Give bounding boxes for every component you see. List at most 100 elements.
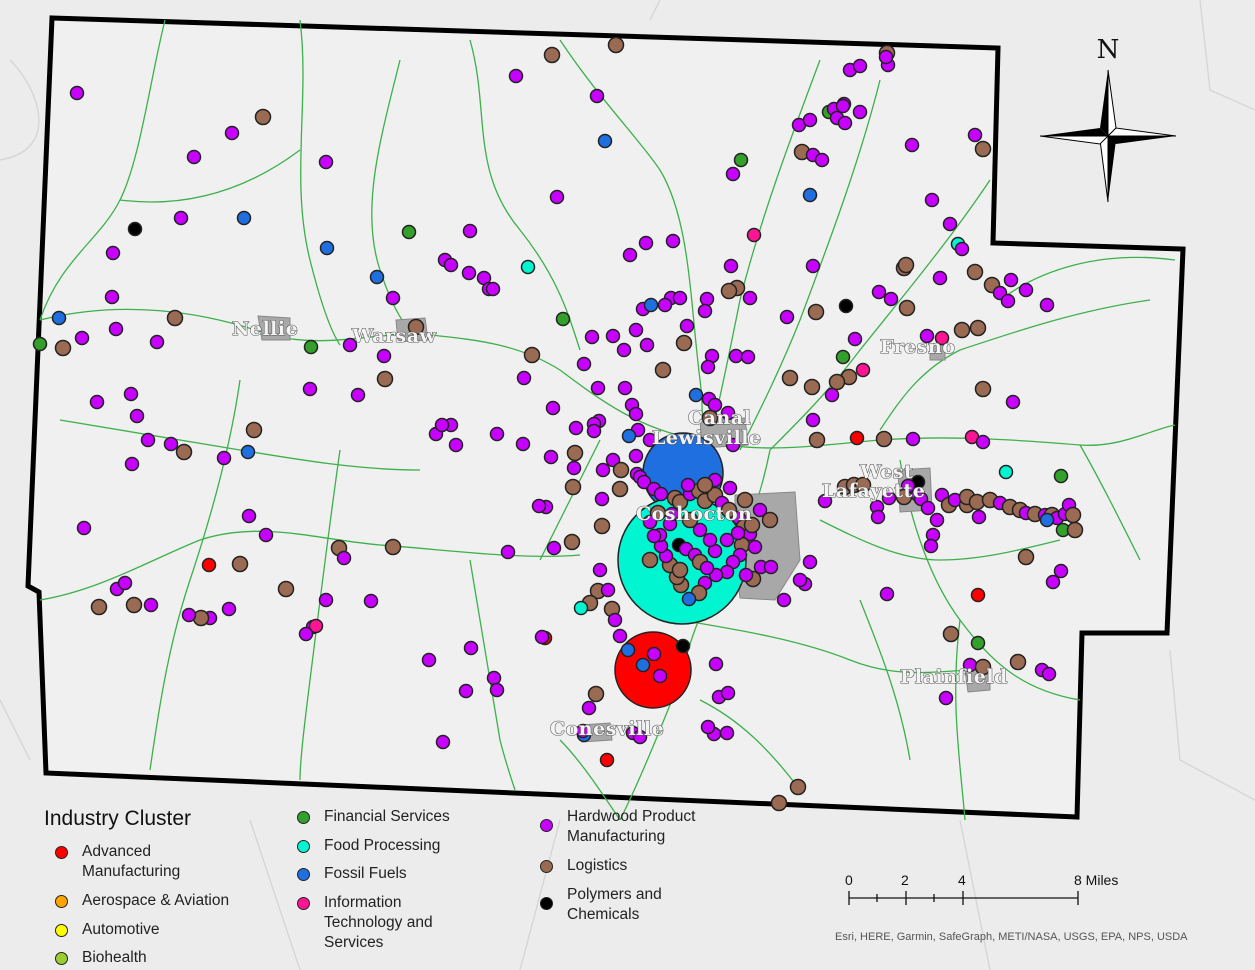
industry-point [1000, 293, 1016, 309]
industry-point [520, 259, 536, 275]
industry-point [688, 387, 704, 403]
legend-item-biohealth: Biohealth [55, 948, 147, 968]
industry-point [824, 387, 840, 403]
industry-point [808, 431, 826, 449]
scale-label-0: 0 [845, 872, 853, 888]
industry-point [719, 725, 735, 741]
industry-point [258, 527, 274, 543]
legend-label: Aerospace & Aviation [82, 892, 230, 909]
industry-point [642, 432, 658, 448]
industry-point [675, 638, 691, 654]
industry-point [725, 437, 741, 453]
industry-points [32, 36, 1084, 812]
legend-label: Financial Services [324, 808, 450, 825]
industry-point [1039, 297, 1055, 313]
industry-point [1017, 548, 1035, 566]
industry-point [1005, 394, 1021, 410]
industry-point [90, 598, 108, 616]
industry-point [129, 408, 145, 424]
industry-point [589, 88, 605, 104]
industry-point [837, 115, 853, 131]
industry-point [127, 221, 143, 237]
industry-point [69, 85, 85, 101]
industry-point [76, 520, 92, 536]
industry-point [458, 683, 474, 699]
industry-point [594, 491, 610, 507]
industry-point [173, 210, 189, 226]
industry-point [789, 778, 807, 796]
industry-point [675, 334, 693, 352]
industry-point [700, 359, 716, 375]
industry-point [835, 98, 851, 114]
industry-point [108, 321, 124, 337]
industry-point [974, 380, 992, 398]
industry-point [407, 318, 425, 336]
legend-label: Automotive [82, 921, 160, 938]
industry-point [543, 449, 559, 465]
town-label-conesville: Conesville [550, 718, 664, 740]
legend-label: Polymers and Chemicals [567, 886, 662, 923]
industry-point [628, 448, 644, 464]
town-label-lafayette: Lafayette [822, 480, 925, 502]
industry-point [970, 587, 986, 603]
industry-point [708, 656, 724, 672]
industry-point [679, 318, 695, 334]
industry-point [776, 592, 792, 608]
town-label-plainfield: Plainfield [900, 666, 1008, 688]
industry-point [681, 591, 697, 607]
industry-point [723, 258, 739, 274]
industry-point [318, 592, 334, 608]
industry-point [555, 311, 571, 327]
industry-point [740, 349, 756, 365]
industry-point [586, 423, 602, 439]
industry-point [51, 310, 67, 326]
industry-point [350, 387, 366, 403]
industry-point [149, 334, 165, 350]
industry-point [32, 336, 48, 352]
industry-point [376, 348, 392, 364]
industry-point [781, 369, 799, 387]
scale-label-4: 4 [958, 872, 966, 888]
industry-point [612, 628, 628, 644]
industry-point [701, 409, 719, 427]
industry-point [725, 166, 741, 182]
industry-point [590, 380, 606, 396]
industry-point [702, 532, 718, 548]
industry-point [593, 517, 611, 535]
industry-point [671, 561, 689, 579]
industry-point [871, 284, 887, 300]
town-label-coshocton: Coshocton [636, 503, 752, 525]
town-label-canal: Canal [688, 407, 751, 429]
industry-point [919, 328, 935, 344]
legend-item-polymers: Polymers and Chemicals [540, 885, 680, 925]
legend-swatch-icon [297, 840, 310, 853]
industry-point [523, 346, 541, 364]
industry-point [720, 501, 738, 519]
industry-point [595, 462, 611, 478]
industry-point [549, 189, 565, 205]
industry-point [814, 152, 830, 168]
industry-point [500, 544, 516, 560]
industry-point [1039, 512, 1055, 528]
industry-point [665, 233, 681, 249]
industry-point [1009, 653, 1027, 671]
legend-item-financial-services: Financial Services [297, 807, 450, 827]
legend-item-advanced-manufacturing: Advanced Manufacturing [55, 842, 235, 882]
industry-point [938, 690, 954, 706]
industry-point [700, 719, 716, 735]
industry-point [1053, 563, 1069, 579]
industry-point [752, 502, 768, 518]
industry-point [117, 575, 133, 591]
industry-point [363, 593, 379, 609]
industry-point [802, 554, 818, 570]
industry-point [898, 299, 916, 317]
industry-point [166, 309, 184, 327]
industry-point [852, 58, 868, 74]
industry-point [568, 420, 584, 436]
industry-point [802, 112, 818, 128]
industry-point [924, 192, 940, 208]
town-label-fresno: Fresno [880, 336, 955, 358]
industry-point [878, 49, 894, 65]
legend-swatch-icon [540, 897, 553, 910]
scale-label-8-miles: 8 Miles [1074, 872, 1119, 888]
